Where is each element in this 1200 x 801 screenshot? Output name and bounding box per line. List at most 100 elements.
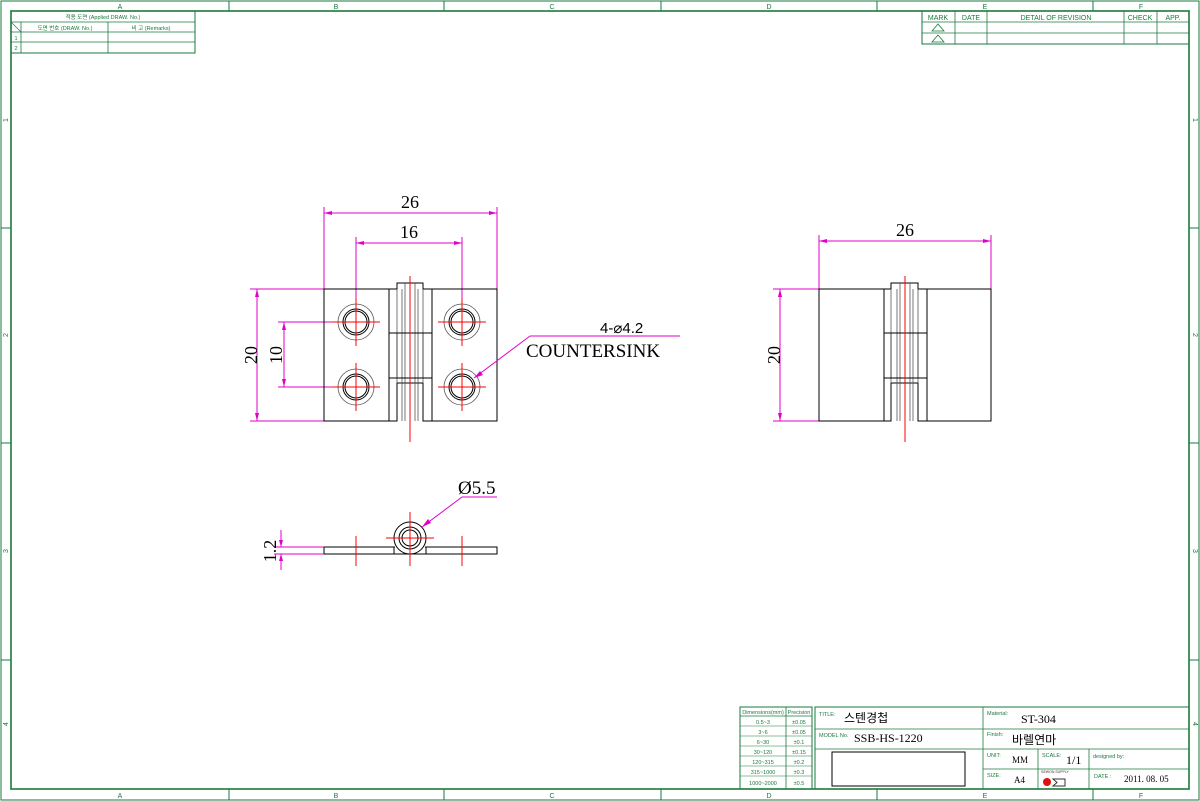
dim-front-vpitch: 10 [266, 321, 356, 388]
row-label-4-right: 4 [1191, 722, 1198, 726]
row-label-1: 1 [3, 118, 10, 122]
finish-value: 바렐연마 [1012, 733, 1056, 747]
dim-front-width: 26 [323, 192, 498, 290]
side-view: 26 20 [764, 220, 992, 442]
col-label-e-bottom: E [983, 793, 988, 800]
company-logo: SEWON SUPPLY [1041, 770, 1070, 787]
row-label-3-right: 3 [1191, 549, 1198, 553]
tolerance-header-dim: Dimensions(mm) [742, 710, 784, 716]
col-label-e: E [983, 4, 988, 11]
col-label-c-bottom: C [549, 793, 554, 800]
countersink-leader: 4-⌀4.2 COUNTERSINK [473, 320, 680, 379]
front-center-lines [332, 276, 486, 442]
unit-label: UNIT: [987, 753, 1001, 759]
size-label: SIZE: [987, 773, 1001, 779]
tolerance-row-prec: ±0.15 [792, 750, 806, 756]
dim-side-height: 20 [764, 288, 819, 422]
dim-front-height-label: 20 [241, 346, 261, 364]
row-label-2: 2 [3, 333, 10, 337]
dim-pin-diameter-label: Ø5.5 [458, 478, 495, 499]
row-label-4: 4 [3, 722, 10, 726]
row-label-2-right: 2 [1191, 333, 1198, 337]
revision-col-mark: MARK [928, 15, 949, 22]
dim-side-height-label: 20 [764, 346, 784, 364]
material-label: Material: [987, 711, 1009, 717]
tolerance-row-dim: 6~30 [757, 740, 769, 746]
company-logo-text: SEWON SUPPLY [1041, 770, 1069, 774]
model-value: SSB-HS-1220 [854, 731, 923, 745]
row-label-1-right: 1 [1191, 118, 1198, 122]
tolerance-row-dim: 120~315 [752, 760, 774, 766]
col-label-d-bottom: D [766, 793, 771, 800]
applied-table-col-remarks: 비 고 (Remarks) [132, 24, 171, 32]
tolerance-row-prec: ±0.05 [792, 730, 806, 736]
title-value: 스텐경첩 [844, 711, 888, 725]
applied-table-title: 적용 도면 (Applied DRAW. No.) [66, 13, 141, 21]
revision-triangle-icon [931, 23, 945, 32]
tolerance-table: Dimensions(mm) Precision 0.5~3 ±0.05 3~6… [739, 706, 813, 790]
material-value: ST-304 [1021, 712, 1056, 726]
countersink-label: COUNTERSINK [526, 341, 660, 362]
tolerance-row-prec: ±0.2 [794, 760, 805, 766]
col-label-a-bottom: A [118, 793, 123, 800]
col-label-c: C [549, 4, 554, 11]
title-block-blank-box [831, 751, 966, 787]
col-label-b-bottom: B [334, 793, 339, 800]
designed-label: designed by: [1093, 754, 1125, 760]
side-leaf-left [818, 288, 885, 422]
title-label: TITLE: [819, 712, 836, 718]
tolerance-row-dim: 30~120 [754, 750, 773, 756]
date-value: 2011. 08. 05 [1124, 774, 1169, 784]
dim-thickness: 1.2 [260, 530, 324, 570]
applied-drawing-table: 적용 도면 (Applied DRAW. No.) 도면 번호 (DRAW. N… [10, 10, 196, 54]
tolerance-row-dim: 0.5~3 [756, 720, 770, 726]
tolerance-row-prec: ±0.05 [792, 720, 806, 726]
tolerance-row-prec: ±0.1 [794, 740, 805, 746]
dim-front-height: 20 [241, 288, 324, 422]
tolerance-row-prec: ±0.5 [794, 781, 805, 787]
tolerance-row-prec: ±0.3 [794, 770, 805, 776]
dim-front-pitch-label: 16 [400, 222, 418, 242]
model-label: MODEL No. [819, 733, 849, 739]
dim-front-pitch: 16 [355, 222, 463, 322]
size-value: A4 [1014, 775, 1025, 785]
applied-table-row-2: 2 [14, 46, 17, 52]
revision-col-detail: DETAIL OF REVISION [1021, 15, 1092, 22]
revision-col-app: APP. [1165, 15, 1180, 22]
revision-col-date: DATE [962, 15, 980, 22]
col-label-a: A [118, 4, 123, 11]
front-leaf-right [431, 288, 498, 422]
revision-triangle-icon [931, 34, 945, 43]
date-label: DATE : [1094, 774, 1112, 780]
scale-label: SCALE: [1042, 753, 1062, 759]
dim-side-width: 26 [818, 220, 992, 289]
applied-table-row-1: 1 [14, 36, 17, 42]
dim-thickness-label: 1.2 [260, 540, 280, 563]
tolerance-row-dim: 1000~2000 [749, 781, 777, 787]
col-label-f-bottom: F [1139, 793, 1143, 800]
tolerance-row-dim: 315~1000 [751, 770, 776, 776]
top-view: 1.2 Ø5.5 [260, 478, 498, 570]
col-label-b: B [334, 4, 339, 11]
dim-pin-diameter: Ø5.5 [421, 478, 497, 528]
dim-side-width-label: 26 [896, 220, 914, 240]
scale-value: 1/1 [1066, 753, 1081, 767]
applied-table-col-drawno: 도면 번호 (DRAW. No.) [38, 24, 93, 32]
finish-label: Finish: [987, 732, 1004, 738]
dim-front-vpitch-label: 10 [266, 346, 286, 364]
side-leaf-right [926, 288, 992, 422]
row-label-3: 3 [3, 549, 10, 553]
front-view: 26 16 20 10 [241, 192, 680, 442]
col-label-f: F [1139, 4, 1143, 11]
tolerance-row-dim: 3~6 [758, 730, 767, 736]
revision-table: MARK DATE DETAIL OF REVISION CHECK APP. [921, 10, 1190, 45]
frame-labels: A B C D E F A B C D E F 1 2 3 4 1 2 3 4 [3, 4, 1198, 800]
dim-front-width-label: 26 [401, 192, 419, 212]
top-center-lines [355, 512, 463, 566]
title-block: TITLE: 스텐경첩 MODEL No. SSB-HS-1220 Materi… [814, 706, 1190, 790]
tolerance-header-prec: Precision [788, 710, 811, 716]
hole-note-label: 4-⌀4.2 [600, 320, 643, 337]
revision-col-check: CHECK [1128, 15, 1153, 22]
